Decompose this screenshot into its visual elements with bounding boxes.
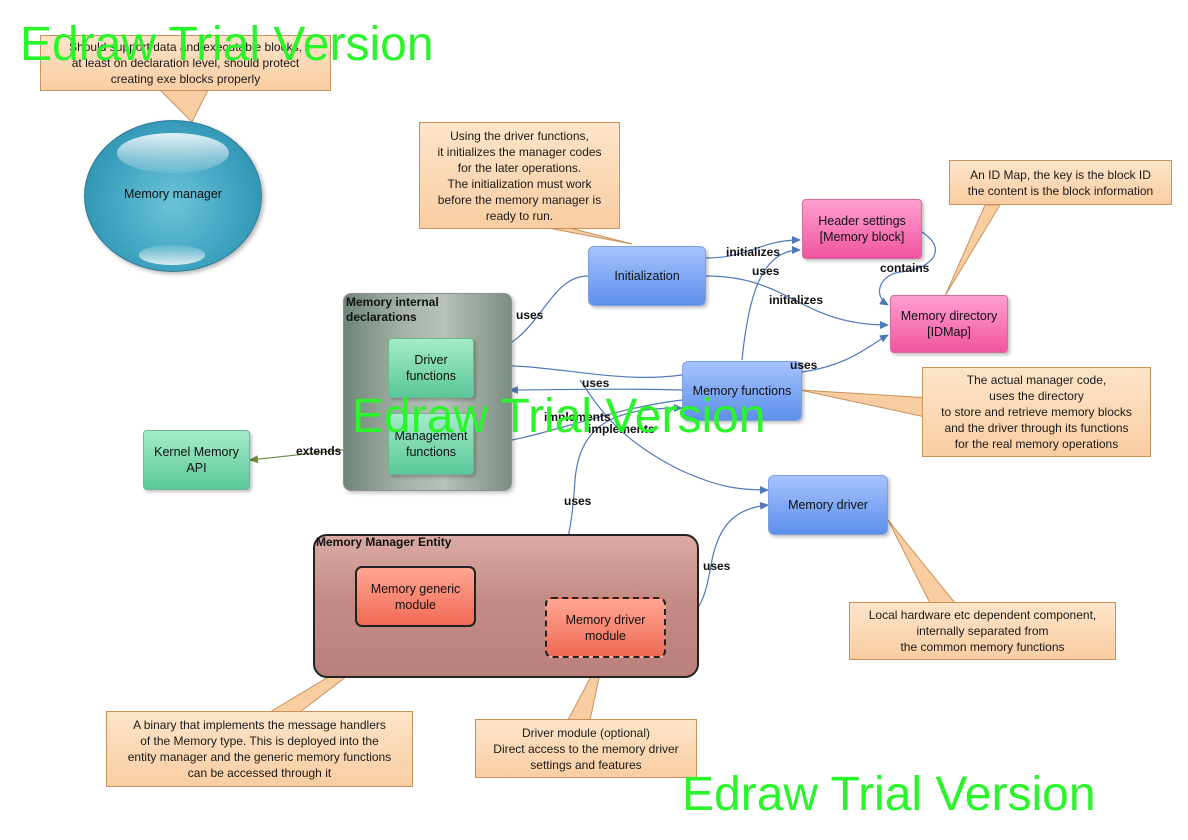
memory-manager-node: Memory manager [84, 120, 262, 272]
internal-declarations-title: Memory internal declarations [346, 295, 439, 324]
memory-directory-callout: An ID Map, the key is the block ID the c… [949, 160, 1172, 205]
label-uses-init-driverfn: uses [516, 308, 544, 322]
tail-initialization [547, 227, 633, 245]
management-functions-node: Management functions [388, 413, 474, 475]
memory-manager-callout: Should support data and executable block… [40, 35, 331, 91]
label-extends: extends [296, 444, 342, 458]
label-uses-memfunc-header: uses [752, 264, 780, 278]
highlight-bottom [139, 245, 205, 265]
edge-init-directory [705, 275, 889, 329]
edge-memfunc-header [741, 246, 801, 361]
memory-functions-node: Memory functions [682, 361, 802, 421]
label-initializes-header: initializes [726, 245, 781, 259]
memory-directory-node: Memory directory [IDMap] [890, 295, 1008, 353]
initialization-node: Initialization [588, 246, 706, 306]
label-contains: contains [880, 261, 930, 275]
edge-memfunc-decl [509, 385, 683, 394]
edge-memfunc-driver [579, 379, 769, 494]
memory-generic-module-node: Memory generic module [355, 566, 476, 627]
tail-memfunc [799, 389, 931, 419]
tail-directory [944, 204, 1001, 297]
label-implements-1: implements [544, 410, 611, 424]
label-implements-2: implements [588, 422, 655, 436]
highlight-top [117, 133, 229, 173]
driver-functions-node: Driver functions [388, 338, 474, 398]
edge-memfunc-directory [801, 334, 889, 373]
label-uses-memfunc-directory: uses [790, 358, 818, 372]
watermark-bottom: Edraw Trial Version [682, 768, 1096, 821]
tail-memory-manager [158, 89, 209, 123]
driver-module-callout: Driver module (optional) Direct access t… [475, 719, 697, 778]
label-uses-drivermodule: uses [703, 559, 731, 573]
memory-driver-node: Memory driver [768, 475, 888, 535]
generic-module-callout: A binary that implements the message han… [106, 711, 413, 787]
entity-title: Memory Manager Entity [316, 535, 452, 549]
kernel-memory-api-node: Kernel Memory API [143, 430, 250, 490]
edge-init-header [705, 236, 801, 259]
watermark-top: Edraw Trial Version [20, 18, 434, 71]
tail-driver [887, 519, 957, 604]
header-settings-node: Header settings [Memory block] [802, 199, 922, 259]
memory-manager-label: Memory manager [124, 187, 222, 201]
memory-driver-callout: Local hardware etc dependent component, … [849, 602, 1116, 660]
label-initializes-directory: initializes [769, 293, 824, 307]
label-uses-memfunc-driverfn: uses [582, 376, 610, 390]
label-uses-generic: uses [564, 494, 592, 508]
initialization-callout: Using the driver functions, it initializ… [419, 122, 620, 229]
memory-functions-callout: The actual manager code, uses the direct… [922, 367, 1151, 457]
edge-header-directory [878, 231, 936, 306]
watermark-middle: Edraw Trial Version [352, 390, 766, 443]
memory-driver-module-node: Memory driver module [545, 597, 666, 658]
